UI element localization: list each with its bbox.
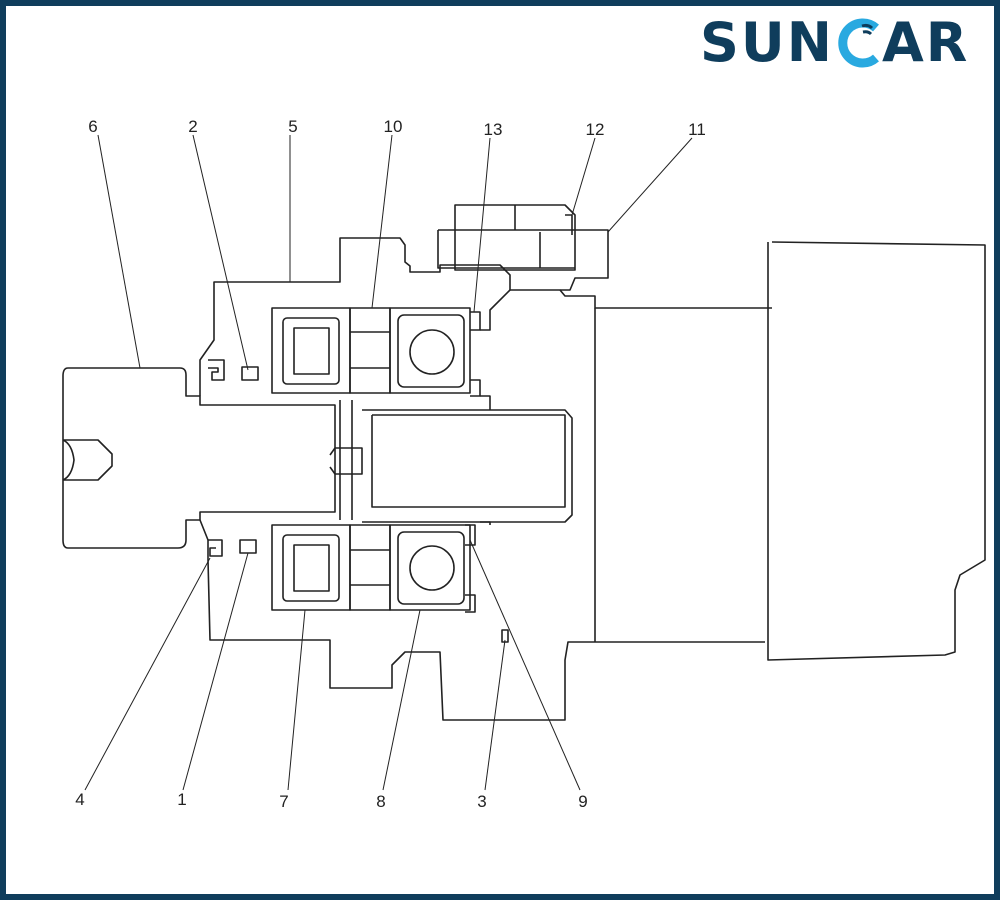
wave-c-logo-icon (836, 18, 880, 68)
label-1: 1 (177, 790, 186, 809)
label-8: 8 (376, 792, 385, 811)
leader-lines (84, 134, 693, 791)
label-12: 12 (586, 120, 605, 139)
label-9: 9 (578, 792, 587, 811)
label-7: 7 (279, 792, 288, 811)
label-10: 10 (384, 117, 403, 136)
label-2: 2 (188, 117, 197, 136)
label-3: 3 (477, 792, 486, 811)
suncar-logo: SUN AR (700, 12, 969, 74)
logo-text-right: AR (881, 11, 970, 74)
label-4: 4 (75, 790, 84, 809)
label-13: 13 (484, 120, 503, 139)
label-11: 11 (688, 120, 706, 139)
label-6: 6 (88, 117, 97, 136)
label-5: 5 (288, 117, 297, 136)
logo-text-left: SUN (700, 11, 834, 74)
assembly-outline (62, 204, 986, 721)
part-labels: 6 2 5 10 13 12 11 4 1 7 8 3 9 (75, 117, 706, 811)
